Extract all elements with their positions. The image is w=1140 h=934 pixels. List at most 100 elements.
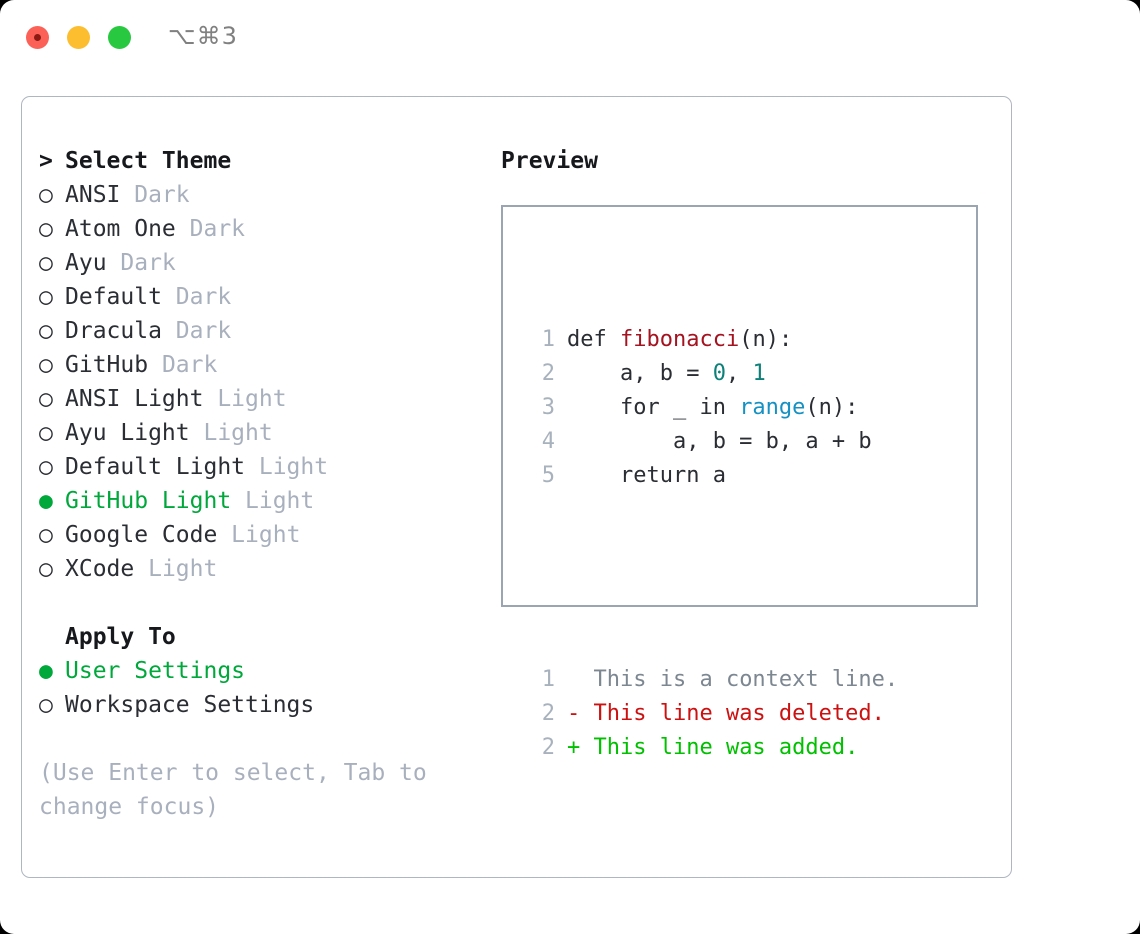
theme-option-label: Ayu bbox=[65, 250, 107, 276]
diff-line-content: This line was added. bbox=[580, 735, 859, 760]
theme-option-label: Google Code bbox=[65, 522, 218, 548]
title-bar: ⌥⌘3 bbox=[0, 0, 1140, 76]
code-token-keyword: range bbox=[739, 395, 806, 420]
radio-unselected-icon: ○ bbox=[39, 284, 53, 310]
code-token-plain: for _ in bbox=[567, 395, 740, 420]
diff-line-number: 2 bbox=[541, 701, 555, 726]
code-line-content: a, b = b, a + b bbox=[567, 425, 872, 459]
theme-option-tag: Light bbox=[245, 454, 329, 480]
radio-selected-icon: ● bbox=[39, 488, 53, 514]
theme-option-tag: Dark bbox=[148, 352, 218, 378]
theme-option-xcode[interactable]: ○XCode Light bbox=[39, 552, 489, 586]
radio-unselected-icon: ○ bbox=[39, 420, 53, 446]
close-button[interactable] bbox=[26, 26, 49, 49]
theme-option-label: ANSI Light bbox=[65, 386, 204, 412]
theme-option-github[interactable]: ○ GitHub Dark bbox=[39, 348, 489, 382]
theme-option-label: Atom One bbox=[65, 216, 176, 242]
theme-option-tag: Light bbox=[189, 420, 273, 446]
apply-to-option-user-settings[interactable]: ● User Settings bbox=[39, 654, 489, 688]
theme-option-label: Dracula bbox=[65, 318, 162, 344]
theme-option-google-code[interactable]: ○ Google Code Light bbox=[39, 518, 489, 552]
theme-list: ○ANSI Dark○Atom One Dark○Ayu Dark○Defaul… bbox=[39, 178, 489, 586]
radio-unselected-icon: ○ bbox=[39, 386, 53, 412]
window-controls bbox=[26, 26, 131, 49]
diff-block: 1 This is a context line. 2- This line wa… bbox=[521, 663, 976, 765]
diff-sign bbox=[567, 663, 580, 697]
code-token-plain: a, b = b, a + b bbox=[567, 429, 872, 454]
theme-option-dracula[interactable]: ○ Dracula Dark bbox=[39, 314, 489, 348]
radio-unselected-icon: ○ bbox=[39, 692, 53, 718]
code-line-number: 5 bbox=[541, 463, 555, 488]
theme-option-label: GitHub bbox=[65, 352, 149, 378]
preview-title: Preview bbox=[501, 148, 598, 174]
theme-picker-heading: > Select Theme bbox=[39, 144, 489, 178]
diff-line-number: 1 bbox=[541, 667, 555, 692]
code-line-number: 2 bbox=[541, 361, 555, 386]
code-line-content: def fibonacci(n): bbox=[567, 323, 792, 357]
diff-sign: + bbox=[567, 735, 581, 760]
code-line-content: a, b = 0, 1 bbox=[567, 357, 766, 391]
code-line-number: 4 bbox=[541, 429, 555, 454]
diff-line-content: This line was deleted. bbox=[580, 701, 885, 726]
code-token-plain: , bbox=[725, 361, 753, 386]
radio-unselected-icon: ○ bbox=[39, 318, 53, 344]
theme-option-label: Ayu Light bbox=[65, 420, 190, 446]
code-line: 3 for _ in range(n): bbox=[521, 391, 976, 425]
theme-option-label: GitHub Light bbox=[65, 488, 232, 514]
diff-line-deleted: 2- This line was deleted. bbox=[521, 697, 976, 731]
radio-selected-icon: ● bbox=[39, 658, 53, 684]
code-token-plain: return a bbox=[567, 463, 726, 488]
code-token-number: 0 bbox=[712, 361, 726, 386]
theme-option-ayu-light[interactable]: ○ Ayu Light Light bbox=[39, 416, 489, 450]
theme-option-tag: Dark bbox=[161, 284, 232, 310]
code-token-plain: (n): bbox=[805, 395, 859, 420]
code-token-plain: (n): bbox=[739, 327, 793, 352]
theme-option-tag: Dark bbox=[161, 318, 232, 344]
theme-option-tag: Dark bbox=[175, 216, 246, 242]
code-blank-line bbox=[521, 561, 976, 595]
diff-sign: - bbox=[567, 701, 581, 726]
theme-option-default-light[interactable]: ○Default Light Light bbox=[39, 450, 489, 484]
theme-option-atom-one[interactable]: ○ Atom One Dark bbox=[39, 212, 489, 246]
radio-unselected-icon: ○ bbox=[39, 522, 53, 548]
theme-option-tag: Light bbox=[203, 386, 287, 412]
keyboard-hint: (Use Enter to select, Tab to change focu… bbox=[39, 760, 441, 820]
zoom-button[interactable] bbox=[108, 26, 131, 49]
code-line: 5 return a bbox=[521, 459, 976, 493]
theme-option-label: ANSI bbox=[65, 182, 121, 208]
code-token-plain: a, b = bbox=[567, 361, 713, 386]
theme-option-ansi[interactable]: ○ ANSI Dark bbox=[39, 178, 489, 212]
code-line-number: 1 bbox=[541, 327, 555, 352]
apply-to-option-workspace-settings[interactable]: ○ Workspace Settings bbox=[39, 688, 489, 722]
theme-option-github-light[interactable]: ● GitHub Light Light bbox=[39, 484, 489, 518]
minimize-button[interactable] bbox=[67, 26, 90, 49]
theme-option-tag: Light bbox=[217, 522, 301, 548]
code-line: 4 a, b = b, a + b bbox=[521, 425, 976, 459]
radio-unselected-icon: ○ bbox=[39, 250, 53, 276]
radio-unselected-icon: ○ bbox=[39, 216, 53, 242]
theme-option-ayu[interactable]: ○ Ayu Dark bbox=[39, 246, 489, 280]
theme-option-label: XCode bbox=[65, 556, 135, 582]
theme-option-default[interactable]: ○Default Dark bbox=[39, 280, 489, 314]
code-token-function: fibonacci bbox=[619, 327, 740, 352]
radio-unselected-icon: ○ bbox=[39, 454, 53, 480]
radio-unselected-icon: ○ bbox=[39, 182, 53, 208]
theme-option-ansi-light[interactable]: ○ ANSI Light Light bbox=[39, 382, 489, 416]
code-token-number: 1 bbox=[752, 361, 766, 386]
code-line: 1 def fibonacci(n): bbox=[521, 323, 976, 357]
apply-to-list: ● User Settings ○ Workspace Settings bbox=[39, 654, 489, 722]
theme-option-tag: Light bbox=[231, 488, 315, 514]
code-line-content: return a bbox=[567, 459, 726, 493]
theme-option-tag: Dark bbox=[120, 182, 190, 208]
apply-to-option-label: User Settings bbox=[65, 658, 246, 684]
apply-to-heading-label: Apply To bbox=[65, 624, 176, 650]
theme-option-tag: Dark bbox=[106, 250, 176, 276]
apply-to-option-label: Workspace Settings bbox=[65, 692, 315, 718]
radio-unselected-icon: ○ bbox=[39, 556, 53, 582]
radio-unselected-icon: ○ bbox=[39, 352, 53, 378]
diff-line-content: This is a context line. bbox=[580, 667, 899, 692]
